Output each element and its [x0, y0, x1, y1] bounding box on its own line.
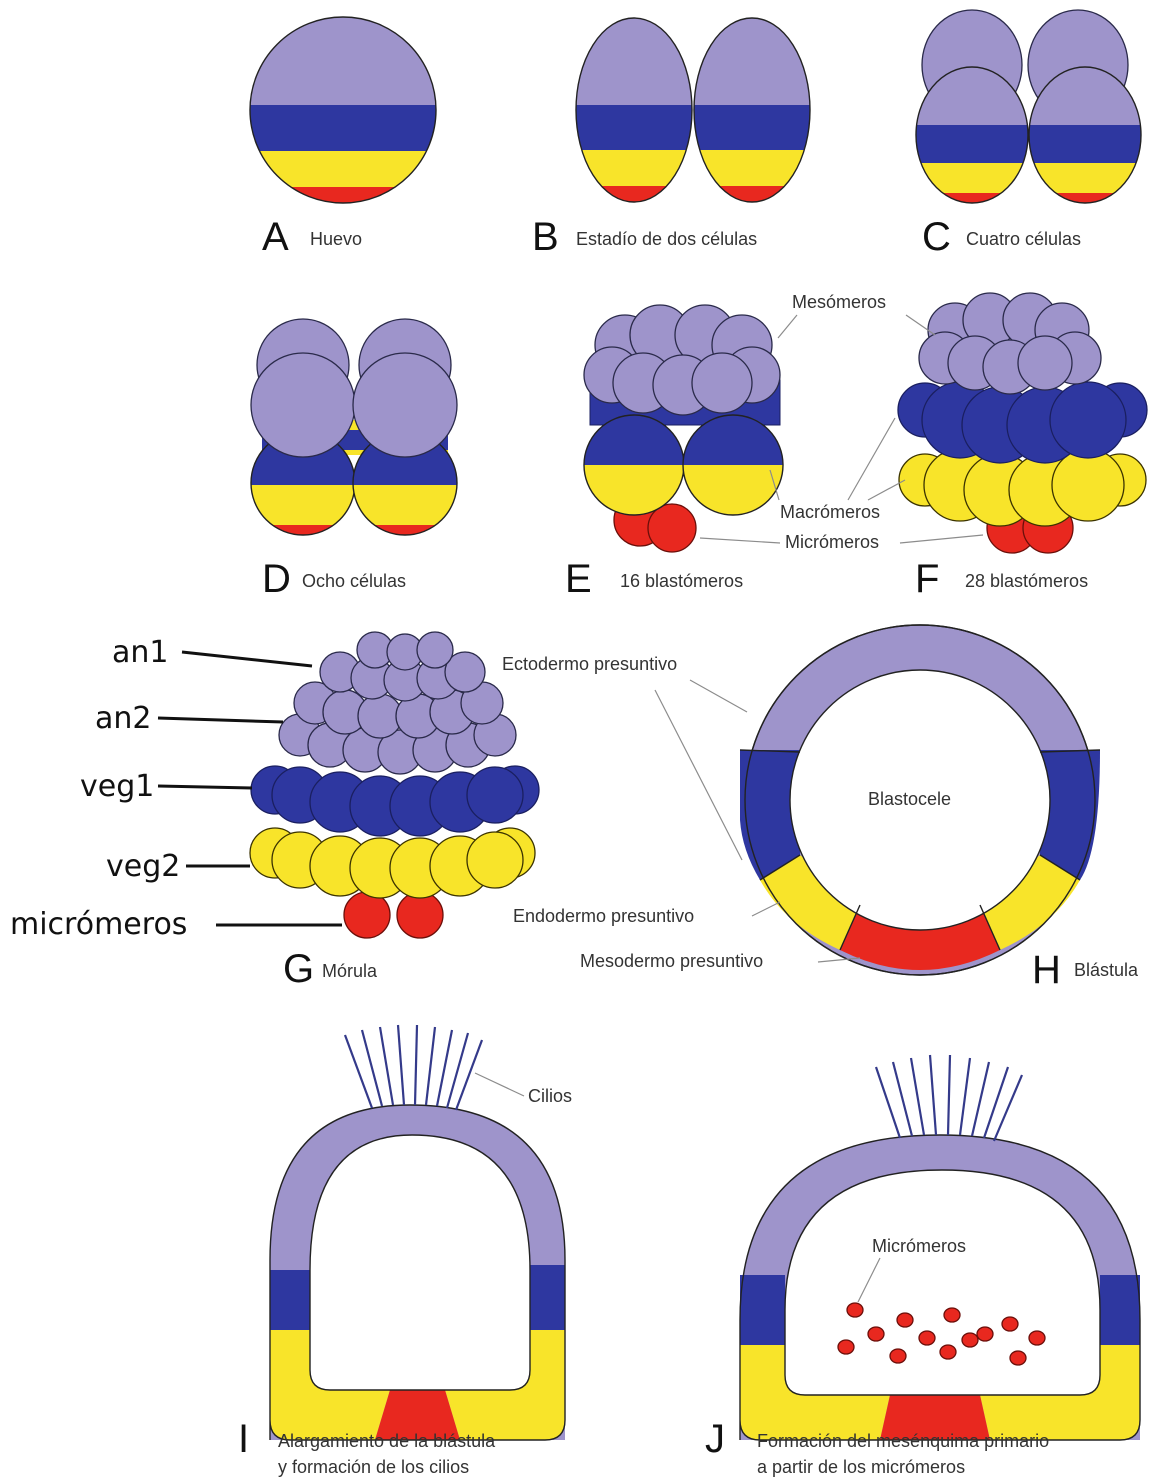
leader-an1 [182, 652, 312, 666]
panel-c-four-cells [910, 10, 1155, 208]
panel-a-letter: A [262, 215, 289, 259]
panel-e-sixteen-blastomeres [580, 305, 790, 552]
panel-j-caption-line2: a partir de los micrómeros [757, 1457, 965, 1477]
panel-b-letter: B [532, 215, 559, 259]
label-an2: an2 [95, 701, 151, 736]
label-mesodermo: Mesodermo presuntivo [580, 951, 763, 971]
panel-h-caption: Blástula [1074, 960, 1139, 980]
panel-i-letter: I [238, 1417, 249, 1461]
panel-e-caption: 16 blastómeros [620, 571, 743, 591]
panel-g-morula [250, 632, 539, 938]
label-micromeros-g: micrómeros [10, 907, 187, 942]
leader-cilios [475, 1073, 524, 1096]
label-veg1: veg1 [80, 769, 154, 804]
label-micromeros-j: Micrómeros [872, 1236, 966, 1256]
panel-f-twenty-eight-blastomeres [898, 293, 1147, 553]
panel-d-eight-cells [240, 319, 470, 545]
leader-macromeros-f1 [848, 418, 895, 500]
panel-e-letter: E [565, 557, 592, 601]
label-veg2: veg2 [106, 849, 180, 884]
label-blastocele: Blastocele [868, 789, 951, 809]
panel-f-caption: 28 blastómeros [965, 571, 1088, 591]
leader-veg1 [158, 786, 252, 788]
leader-ectodermo-2 [655, 690, 742, 860]
label-mesomeros: Mesómeros [792, 292, 886, 312]
panel-d-letter: D [262, 557, 291, 601]
leader-mesomeros-e [778, 315, 797, 338]
panel-i-elongated-blastula [270, 1025, 565, 1440]
panel-j-letter: J [705, 1417, 725, 1461]
label-micromeros-ef: Micrómeros [785, 532, 879, 552]
panel-f-letter: F [915, 557, 939, 601]
panel-c-letter: C [922, 215, 951, 259]
leader-micromeros-e [700, 538, 780, 543]
panel-b-two-cells [570, 10, 820, 206]
panel-c-caption: Cuatro células [966, 229, 1081, 249]
leader-macromeros-f2 [868, 480, 905, 500]
panel-b-caption: Estadío de dos células [576, 229, 757, 249]
panel-a-egg [240, 10, 450, 217]
panel-g-caption: Mórula [322, 961, 378, 981]
panel-i-caption-line1: Alargamiento de la blástula [278, 1431, 496, 1451]
label-cilios: Cilios [528, 1086, 572, 1106]
panel-h-letter: H [1032, 948, 1061, 992]
leader-an2 [158, 718, 283, 722]
leader-ectodermo-1 [690, 680, 747, 712]
leader-micromeros-f [900, 535, 983, 543]
leader-endodermo [752, 902, 780, 916]
panel-g-letter: G [283, 947, 314, 991]
label-an1: an1 [112, 635, 168, 670]
panel-i-caption-line2: y formación de los cilios [278, 1457, 469, 1477]
label-macromeros: Macrómeros [780, 502, 880, 522]
panel-d-caption: Ocho células [302, 571, 406, 591]
label-endodermo: Endodermo presuntivo [513, 906, 694, 926]
label-ectodermo: Ectodermo presuntivo [502, 654, 677, 674]
panel-a-caption: Huevo [310, 229, 362, 249]
panel-j-caption-line1: Formación del mesénquima primario [757, 1431, 1049, 1451]
